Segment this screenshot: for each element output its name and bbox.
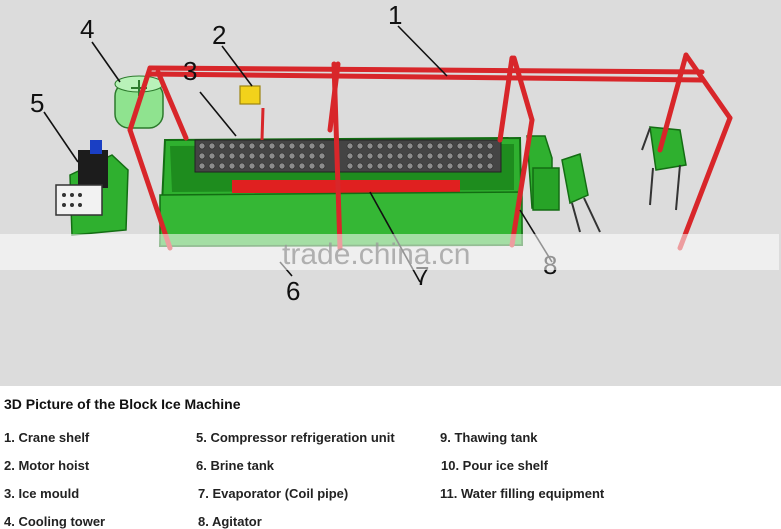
watermark: trade.china.cn bbox=[0, 234, 779, 271]
legend-item-6: 6. Brine tank bbox=[196, 458, 275, 473]
callout-3: 3 bbox=[183, 56, 197, 86]
legend-item-8: 8. Agitator bbox=[198, 514, 262, 529]
agitator-bar bbox=[232, 180, 460, 193]
machine-illustration: 1 2 3 4 5 6 7 8 trade.china.cn bbox=[0, 0, 781, 386]
callout-5: 5 bbox=[30, 88, 44, 118]
legend-item-7: 7. Evaporator (Coil pipe) bbox=[198, 486, 349, 501]
legend-item-2: 2. Motor hoist bbox=[4, 458, 90, 473]
motor-hoist bbox=[239, 85, 265, 141]
crane-shelf bbox=[127, 52, 733, 251]
callout-2: 2 bbox=[212, 20, 226, 50]
callout-1: 1 bbox=[388, 0, 402, 30]
legend-item-1: 1. Crane shelf bbox=[4, 430, 90, 445]
legend-item-3: 3. Ice mould bbox=[4, 486, 80, 501]
control-panel bbox=[55, 184, 103, 216]
legend-item-5: 5. Compressor refrigeration unit bbox=[196, 430, 395, 445]
watermark-text: trade.china.cn bbox=[282, 238, 470, 271]
pour-ice-shelf bbox=[561, 153, 601, 233]
callout-4: 4 bbox=[80, 14, 94, 44]
callout-6: 6 bbox=[286, 276, 300, 306]
legend-item-11: 11. Water filling equipment bbox=[440, 486, 605, 501]
figure-caption: 3D Picture of the Block Ice Machine bbox=[4, 396, 241, 412]
ice-mould-grid bbox=[194, 139, 502, 173]
legend-item-4: 4. Cooling tower bbox=[4, 514, 106, 529]
compressor-unit bbox=[55, 140, 129, 236]
legend-item-10: 10. Pour ice shelf bbox=[441, 458, 548, 473]
legend-item-9: 9. Thawing tank bbox=[440, 430, 538, 445]
thawing-tank bbox=[526, 135, 560, 211]
water-filling-equipment bbox=[641, 126, 687, 211]
machine-drawing: 1 2 3 4 5 6 7 8 trade.china.cn bbox=[0, 0, 779, 306]
